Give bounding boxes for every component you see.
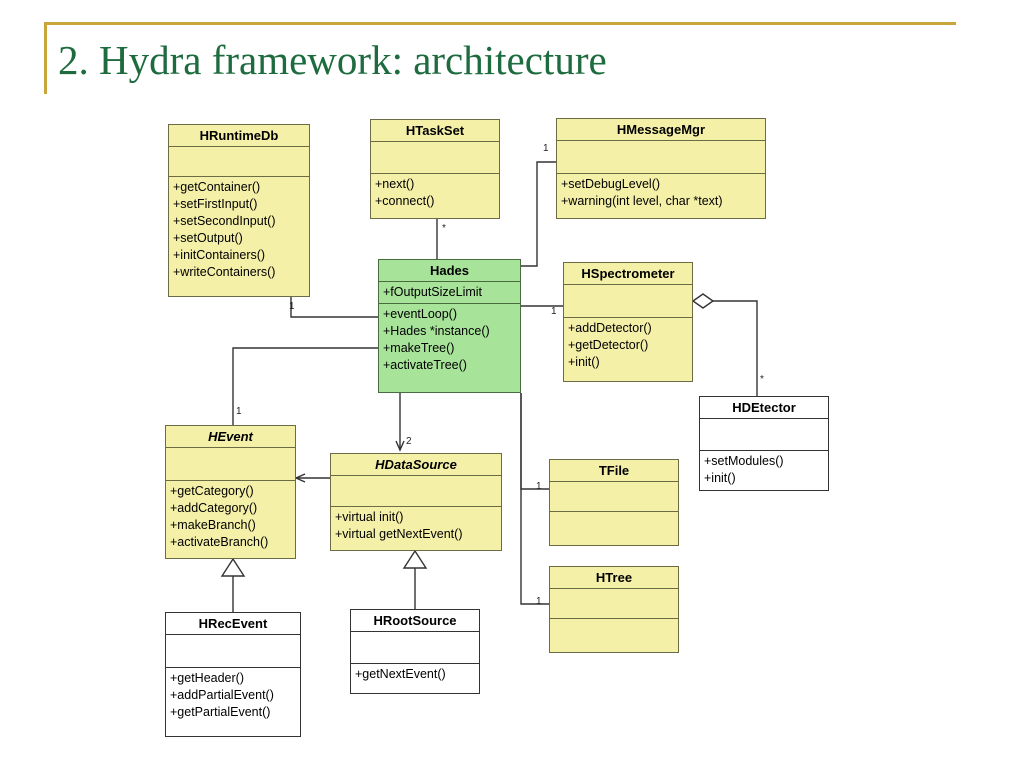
method-row: +getCategory(): [170, 484, 254, 498]
class-name-tfile: TFile: [550, 460, 678, 482]
class-methods-hrootsource: +getNextEvent(): [351, 664, 479, 685]
class-name-hevent: HEvent: [166, 426, 295, 448]
class-name-hdetector: HDEtector: [700, 397, 828, 419]
method-row: +getHeader(): [170, 671, 244, 685]
class-methods-htree: [550, 619, 678, 656]
method-row: +virtual init(): [335, 510, 404, 524]
method-row: +makeBranch(): [170, 518, 256, 532]
method-row: +activateBranch(): [170, 535, 269, 549]
class-hdetector[interactable]: HDEtector +setModules() +init(): [699, 396, 829, 491]
class-name-hrootsource: HRootSource: [351, 610, 479, 632]
method-row: +getPartialEvent(): [170, 705, 271, 719]
class-methods-hdatasource: +virtual init() +virtual getNextEvent(): [331, 507, 501, 545]
class-name-htaskset: HTaskSet: [371, 120, 499, 142]
relation-hspectrometer-hdetector: [691, 293, 758, 396]
method-row: +getNextEvent(): [355, 667, 446, 681]
class-name-hdatasource: HDataSource: [331, 454, 501, 476]
title-top-rule: [44, 22, 956, 25]
multiplicity-hdatasource-tfile: 1: [536, 481, 542, 492]
method-row: +setFirstInput(): [173, 197, 258, 211]
class-attributes-hrecevent: [166, 635, 300, 668]
method-row: +setModules(): [704, 454, 784, 468]
method-row: +next(): [375, 177, 415, 191]
relation-hrecevent-hevent: [220, 557, 246, 612]
title-left-rule: [44, 22, 47, 94]
class-hrecevent[interactable]: HRecEvent +getHeader() +addPartialEvent(…: [165, 612, 301, 737]
multiplicity-hspectrometer-hdetector: *: [760, 374, 764, 385]
relation-hdatasource-htree: [520, 393, 549, 605]
multiplicity-hdatasource-htree: 1: [536, 596, 542, 607]
class-hdatasource[interactable]: HDataSource +virtual init() +virtual get…: [330, 453, 502, 551]
multiplicity-hades-hevent: 1: [236, 406, 242, 417]
class-hevent[interactable]: HEvent +getCategory() +addCategory() +ma…: [165, 425, 296, 559]
class-methods-hevent: +getCategory() +addCategory() +makeBranc…: [166, 481, 295, 553]
class-name-htree: HTree: [550, 567, 678, 589]
class-attributes-hevent: [166, 448, 295, 481]
class-tfile[interactable]: TFile: [549, 459, 679, 546]
class-hrootsource[interactable]: HRootSource +getNextEvent(): [350, 609, 480, 694]
class-name-hades: Hades: [379, 260, 520, 282]
relation-hruntimedb-hades: [290, 297, 378, 318]
class-attributes-hspectrometer: [564, 285, 692, 318]
class-attributes-htree: [550, 589, 678, 619]
class-attributes-hmessagemgr: [557, 141, 765, 174]
method-row: +addCategory(): [170, 501, 258, 515]
class-methods-htaskset: +next() +connect(): [371, 174, 499, 212]
class-name-hrecevent: HRecEvent: [166, 613, 300, 635]
class-attributes-hrootsource: [351, 632, 479, 664]
multiplicity-htaskset-hades: *: [442, 223, 446, 234]
method-row: +getDetector(): [568, 338, 649, 352]
method-row: +init(): [568, 355, 600, 369]
multiplicity-hades-hmessagemgr: 1: [543, 143, 549, 154]
method-row: +connect(): [375, 194, 435, 208]
class-name-hmessagemgr: HMessageMgr: [557, 119, 765, 141]
method-row: +Hades *instance(): [383, 324, 490, 338]
method-row: +initContainers(): [173, 248, 266, 262]
page-title: 2. Hydra framework: architecture: [58, 37, 607, 83]
method-row: +getContainer(): [173, 180, 261, 194]
method-row: +addDetector(): [568, 321, 652, 335]
attribute-row: +fOutputSizeLimit: [383, 285, 483, 299]
method-row: +init(): [704, 471, 736, 485]
multiplicity-hades-hdatasource: 2: [406, 436, 412, 447]
class-attributes-hades: +fOutputSizeLimit: [379, 282, 520, 304]
relation-hades-hevent: [232, 347, 378, 425]
class-methods-hades: +eventLoop() +Hades *instance() +makeTre…: [379, 304, 520, 376]
method-row: +virtual getNextEvent(): [335, 527, 463, 541]
class-attributes-tfile: [550, 482, 678, 512]
method-row: +eventLoop(): [383, 307, 458, 321]
method-row: +activateTree(): [383, 358, 467, 372]
class-methods-hrecevent: +getHeader() +addPartialEvent() +getPart…: [166, 668, 300, 723]
relation-hrootsource-hdatasource: [402, 549, 428, 609]
multiplicity-hruntimedb-hades: 1: [289, 301, 295, 312]
class-attributes-hruntimedb: [169, 147, 309, 177]
method-row: +addPartialEvent(): [170, 688, 274, 702]
class-hades[interactable]: Hades +fOutputSizeLimit +eventLoop() +Ha…: [378, 259, 521, 393]
class-methods-tfile: [550, 512, 678, 549]
relation-hades-hmessagemgr: [521, 161, 556, 267]
class-attributes-htaskset: [371, 142, 499, 174]
class-name-hspectrometer: HSpectrometer: [564, 263, 692, 285]
class-htree[interactable]: HTree: [549, 566, 679, 653]
class-hmessagemgr[interactable]: HMessageMgr +setDebugLevel() +warning(in…: [556, 118, 766, 219]
class-hruntimedb[interactable]: HRuntimeDb +getContainer() +setFirstInpu…: [168, 124, 310, 297]
relation-hdatasource-tfile: [520, 393, 549, 490]
method-row: +writeContainers(): [173, 265, 276, 279]
multiplicity-hades-hspectrometer: 1: [551, 306, 557, 317]
class-htaskset[interactable]: HTaskSet +next() +connect(): [370, 119, 500, 219]
class-methods-hruntimedb: +getContainer() +setFirstInput() +setSec…: [169, 177, 309, 283]
class-attributes-hdatasource: [331, 476, 501, 507]
method-row: +setDebugLevel(): [561, 177, 661, 191]
class-methods-hdetector: +setModules() +init(): [700, 451, 828, 489]
method-row: +warning(int level, char *text): [561, 194, 723, 208]
class-methods-hspectrometer: +addDetector() +getDetector() +init(): [564, 318, 692, 373]
class-methods-hmessagemgr: +setDebugLevel() +warning(int level, cha…: [557, 174, 765, 212]
class-attributes-hdetector: [700, 419, 828, 451]
class-hspectrometer[interactable]: HSpectrometer +addDetector() +getDetecto…: [563, 262, 693, 382]
method-row: +setOutput(): [173, 231, 243, 245]
method-row: +makeTree(): [383, 341, 455, 355]
method-row: +setSecondInput(): [173, 214, 276, 228]
class-name-hruntimedb: HRuntimeDb: [169, 125, 309, 147]
